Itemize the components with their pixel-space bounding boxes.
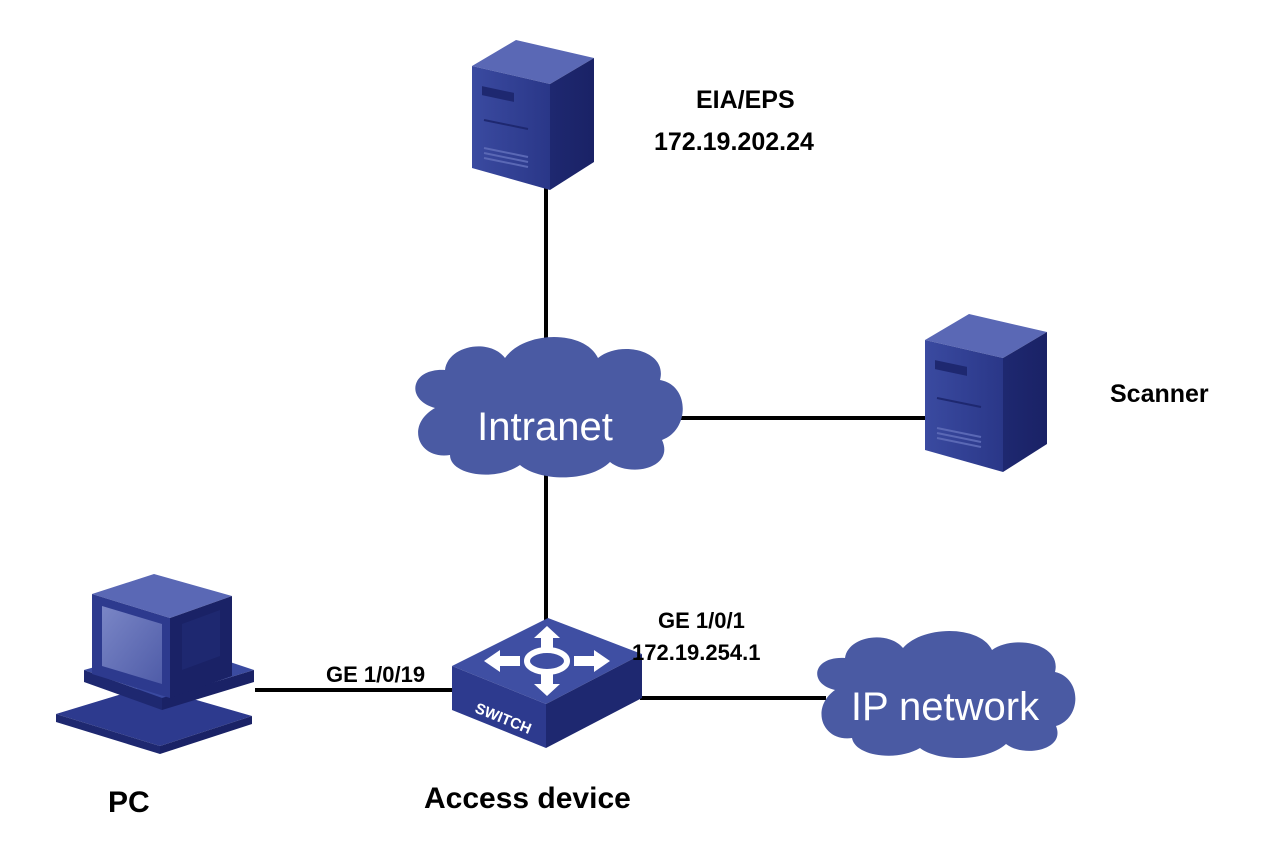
links [255, 170, 930, 700]
server-tower-icon [472, 40, 594, 190]
cloud-icon: Intranet [415, 337, 683, 478]
port-label-pc-side: GE 1/0/19 [326, 662, 426, 687]
server-ip-label: 172.19.202.24 [654, 128, 814, 156]
desktop-computer-icon [56, 574, 254, 754]
pc-label: PC [108, 786, 150, 819]
scanner-label: Scanner [1110, 380, 1209, 408]
server-name-label: EIA/EPS [696, 86, 795, 114]
intranet-label: Intranet [477, 405, 613, 449]
switch-name-label: Access device [424, 782, 631, 815]
layer3-switch-icon: SWITCH [452, 618, 642, 748]
ip-network-label: IP network [851, 685, 1040, 729]
cloud-icon: IP network [817, 630, 1076, 759]
port-ip-label: 172.19.254.1 [632, 640, 761, 665]
port-label-ipnet-side: GE 1/0/1 [658, 608, 745, 633]
server-tower-icon [925, 314, 1047, 472]
